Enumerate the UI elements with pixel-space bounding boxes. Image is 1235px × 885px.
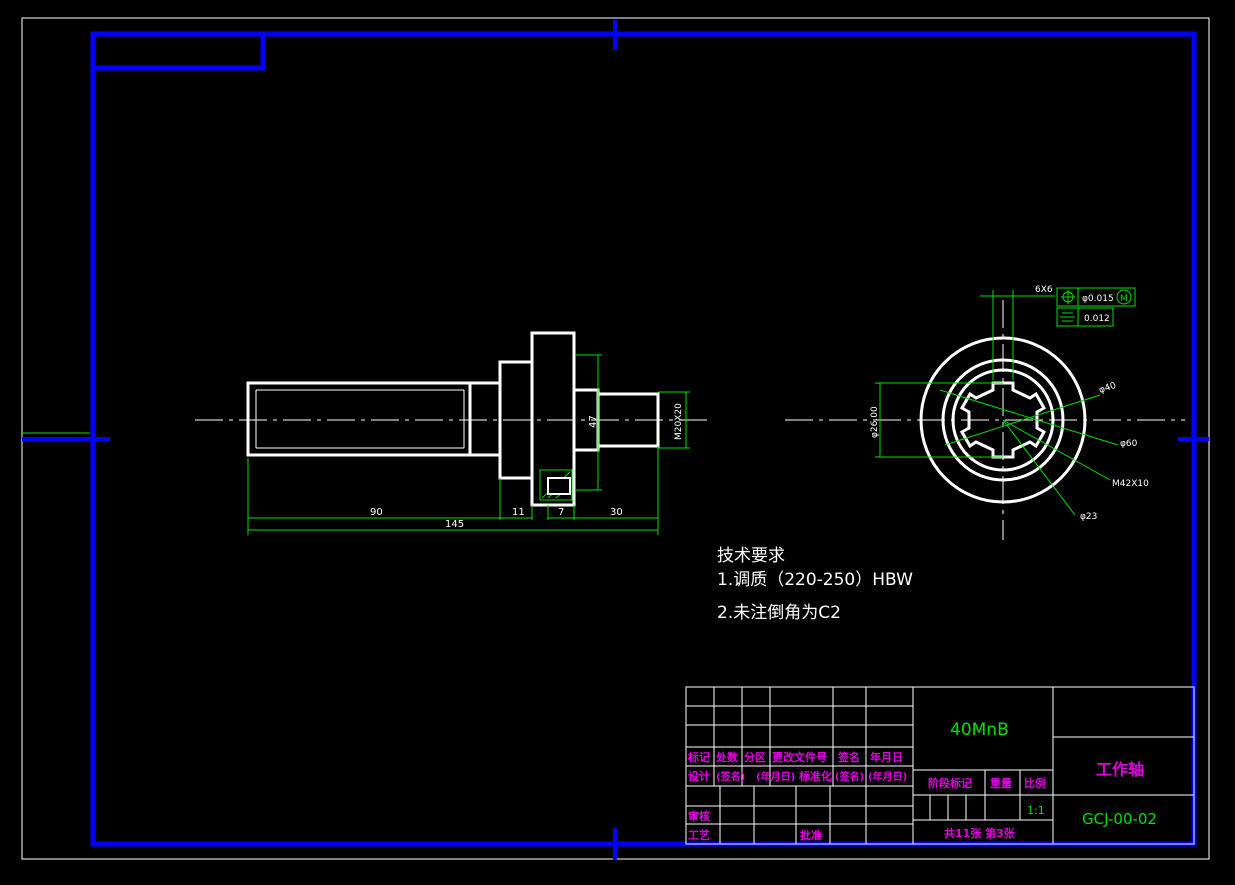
hdr-sign: 签名: [837, 750, 860, 764]
tech-requirements: 技术要求 1.调质（220-250）HBW 2.未注倒角为C2: [717, 546, 913, 623]
dim-30: 30: [610, 507, 623, 518]
dim-dia60: φ60: [1120, 439, 1138, 449]
dim-dia23: φ23: [1080, 512, 1097, 522]
scale-label: 比例: [1024, 776, 1046, 790]
dim-keyway: 6X6: [1035, 285, 1053, 295]
drawing-number: GCJ-00-02: [1082, 810, 1157, 828]
material: 40MnB: [950, 720, 1009, 740]
dim-47: 47: [588, 415, 599, 428]
hdr-date: 年月日: [870, 750, 903, 764]
weight-label: 重量: [990, 776, 1012, 790]
approve-label: 批准: [800, 828, 822, 842]
dim-11: 11: [512, 507, 525, 518]
dim-145: 145: [445, 519, 464, 530]
side-dimensions: 90 11 7 30 145 47 M20X20: [247, 354, 690, 535]
standardize-date: (年月日): [868, 770, 907, 783]
sheet-count: 共11张 第3张: [944, 826, 1016, 840]
dim-m20: M20X20: [674, 403, 684, 440]
design-date: (年月日): [756, 770, 795, 783]
scale-value: 1:1: [1027, 804, 1045, 817]
shaft-end-view: [785, 300, 1185, 540]
design-label: 设计: [688, 769, 710, 783]
corner-box: [90, 31, 266, 71]
dim-dia40: φ40: [1098, 381, 1118, 396]
tech-req-item-1: 1.调质（220-250）HBW: [717, 570, 913, 590]
standardize-label: 标准化: [798, 769, 832, 783]
shaft-side-view: [195, 331, 710, 507]
design-sign: (签名): [716, 770, 745, 783]
centering-marks: [22, 20, 1209, 860]
inner-frame: [90, 31, 1197, 847]
hdr-count: 处数: [715, 750, 739, 764]
standardize-sign: (签名): [835, 770, 864, 783]
hdr-change-doc: 更改文件号: [772, 750, 827, 764]
dim-7: 7: [558, 507, 564, 518]
dim-90: 90: [370, 507, 383, 518]
outer-border: [21, 17, 1210, 860]
hdr-zone: 分区: [744, 750, 766, 764]
title-block: 40MnB 工作轴 GCJ-00-02 1:1 共11张 第3张 阶段标记 重量…: [685, 686, 1195, 845]
tol-position: φ0.015: [1082, 294, 1114, 304]
hdr-mark: 标记: [687, 750, 710, 764]
tol-symmetry: 0.012: [1084, 314, 1110, 324]
process-label: 工艺: [688, 828, 710, 842]
dim-dia26: φ26.00: [870, 406, 880, 438]
tech-req-title: 技术要求: [717, 546, 785, 566]
tech-req-item-2: 2.未注倒角为C2: [717, 603, 841, 623]
stage-label: 阶段标记: [928, 776, 972, 790]
tol-mod-m: M: [1120, 294, 1128, 304]
end-dimensions: φ26.00 φ40 φ60 M42X10 φ23 6X6 φ0.015 M 0…: [870, 285, 1149, 522]
part-name: 工作轴: [1096, 760, 1144, 779]
review-label: 审核: [688, 809, 710, 823]
dim-m42: M42X10: [1112, 479, 1149, 489]
